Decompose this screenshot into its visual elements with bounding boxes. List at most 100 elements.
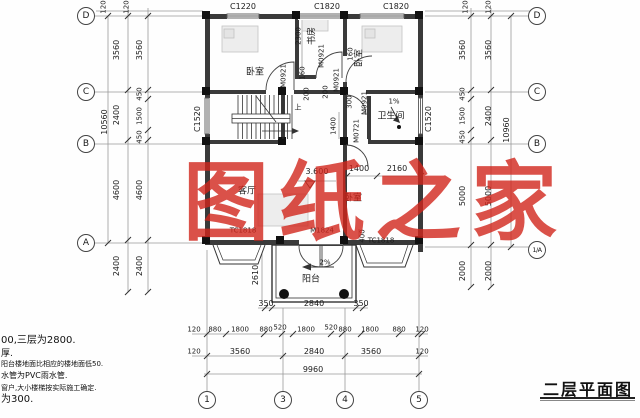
note-line: 00,三层为2800.	[1, 335, 76, 346]
dim-label: 3560	[458, 39, 467, 61]
dim-label: 160	[346, 47, 355, 61]
room-label-bedroom-br: 卧室	[343, 193, 363, 204]
note-line: 水管为PVC雨水管.	[1, 371, 68, 380]
axis-bubble-bottom-4: 4	[336, 391, 354, 409]
axis-bubble-left-a: A	[77, 234, 95, 252]
door-arcs	[265, 51, 373, 268]
dim-label: 3560	[135, 39, 144, 61]
balcony-column	[339, 289, 349, 299]
balcony-column	[279, 289, 289, 299]
dim-label: 2000	[458, 260, 467, 282]
dim-label: 120	[99, 0, 108, 14]
window-label: C1220	[230, 2, 256, 11]
stairs	[231, 95, 299, 139]
door-label: M0921	[317, 44, 326, 68]
dim-label: 2400	[135, 255, 144, 277]
dim-label: 2400	[112, 255, 121, 277]
dim-label-overall-right: 10960	[502, 117, 511, 143]
room-label-study: 书房	[307, 26, 318, 46]
slope-label-bath: 1%	[388, 97, 400, 106]
dim-label: 1400	[348, 164, 370, 173]
dim-label: 200	[321, 85, 330, 99]
dim-label: 450	[458, 130, 467, 144]
level-label: 3.600	[305, 167, 329, 176]
dim-label: 2300	[294, 27, 303, 45]
room-label-bedroom-tl: 卧室	[245, 67, 265, 78]
level-marker	[304, 180, 316, 189]
axis-bubble-bottom-5: 5	[410, 391, 428, 409]
dim-label: 2610	[251, 264, 260, 286]
room-label-balcony: 阳台	[301, 274, 321, 285]
dim-label: 520	[324, 323, 338, 332]
note-line: 窗户,大小楼梯按实际施工确定.	[1, 384, 97, 392]
axis-bubble-left-d: D	[77, 7, 95, 25]
dim-label: 3560	[112, 39, 121, 61]
dim-label: 4600	[112, 179, 121, 201]
grid-lines	[94, 8, 530, 392]
dim-label: 1500	[135, 107, 144, 125]
dim-label: 1800	[231, 325, 249, 334]
axis-bubble-left-c: C	[77, 83, 95, 101]
dim-label: 3560	[484, 39, 493, 61]
dim-label: 350	[353, 299, 369, 308]
dim-label-overall-left: 10560	[100, 109, 109, 135]
slope-arrows	[302, 106, 401, 271]
dim-label: 450	[135, 87, 144, 101]
watermark-text: 图纸之家	[183, 152, 567, 253]
door-label: M0921	[279, 64, 288, 88]
title-underline-thin	[540, 400, 635, 401]
axis-bubble-right-1a: 1/A	[528, 241, 546, 259]
dim-label: 2160	[386, 164, 408, 173]
note-line: 厚.	[1, 349, 13, 359]
dim-label: 120	[484, 0, 493, 14]
door-label: M0921	[332, 68, 341, 92]
dim-label: 3560	[229, 347, 251, 356]
note-line: 为300.	[1, 394, 34, 405]
columns	[202, 11, 423, 244]
dim-label: 120	[415, 325, 429, 334]
dim-label: 120	[187, 347, 201, 356]
slope-label-balcony: 2%	[319, 258, 331, 267]
axis-bubble-right-b: B	[528, 135, 546, 153]
dim-label: 1400	[329, 117, 338, 135]
dim-label: 1800	[361, 325, 379, 334]
axis-bubble-right-d: D	[528, 7, 546, 25]
dim-label: 120	[461, 0, 470, 14]
dim-label: 450	[135, 130, 144, 144]
note-line: 阳台楼地面比相应的楼地面低50.	[1, 360, 104, 368]
window-label: C1520	[424, 106, 433, 132]
floor-drain	[397, 125, 401, 129]
dim-label: 520	[273, 323, 287, 332]
door-label: M1824	[310, 226, 334, 235]
dim-label: 350	[258, 299, 274, 308]
door-label: M0921	[360, 91, 369, 115]
room-label-bedroom-tr: 卧室	[354, 48, 365, 68]
dim-label: 120	[187, 325, 201, 334]
axis-bubble-bottom-1: 1	[198, 391, 216, 409]
axis-bubble-left-b: B	[77, 135, 95, 153]
dim-label: 160	[298, 66, 307, 80]
window-label: C1820	[383, 2, 409, 11]
dim-label: 880	[208, 325, 222, 334]
dim-label: 1800	[297, 325, 315, 334]
window-label: C1820	[314, 2, 340, 11]
dim-label: 880	[392, 325, 406, 334]
dim-label: 120	[415, 347, 429, 356]
dim-label: 200	[302, 87, 311, 101]
door-label: M0721	[352, 119, 361, 143]
dim-label: 300	[345, 95, 354, 109]
window-label: TC1818	[229, 226, 257, 235]
dim-label: 450	[458, 87, 467, 101]
dim-label: 120	[122, 0, 131, 14]
dim-label: 1500	[458, 107, 467, 125]
dim-label: 2840	[303, 347, 325, 356]
room-label-living: 客厅	[237, 186, 257, 197]
dim-label: 2400	[484, 105, 493, 127]
window-label: TC1818	[367, 236, 395, 245]
bay-windows	[212, 244, 414, 268]
axis-bubble-bottom-3: 3	[274, 391, 292, 409]
dim-label: 880	[259, 325, 273, 334]
furniture	[221, 17, 403, 227]
dim-label: 2400	[112, 104, 121, 126]
